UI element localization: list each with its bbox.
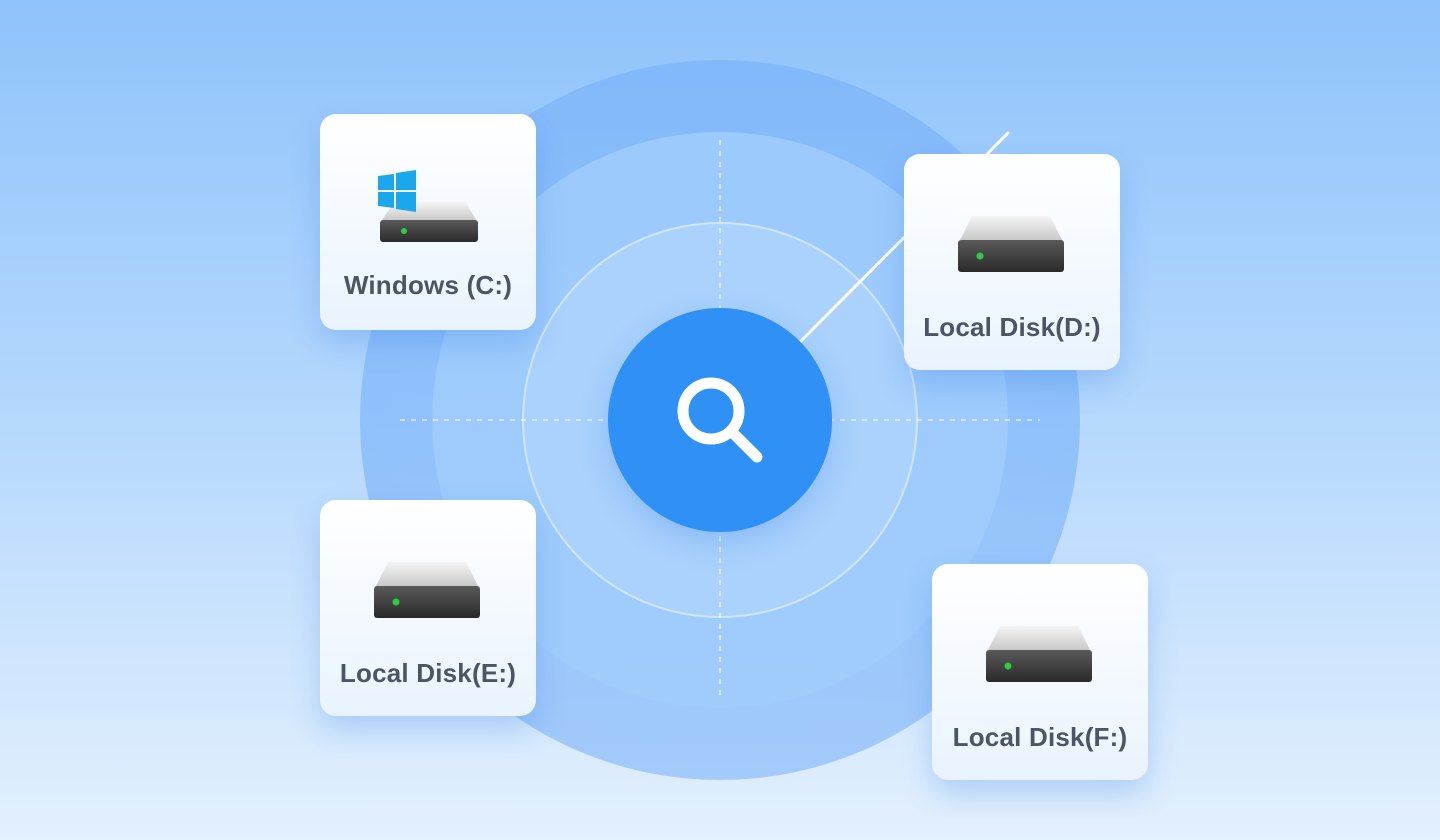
- drive-label-d: Local Disk(D:): [923, 312, 1101, 342]
- windows-logo: [378, 170, 416, 212]
- drive-card-d[interactable]: Local Disk(D:): [904, 154, 1120, 370]
- drive-card-c[interactable]: Windows (C:): [320, 114, 536, 330]
- windows-hdd-icon: [378, 170, 478, 242]
- hdd-icon: [958, 216, 1064, 272]
- hdd-icon: [986, 626, 1092, 682]
- drive-card-e[interactable]: Local Disk(E:): [320, 500, 536, 716]
- hdd-icon: [374, 562, 480, 618]
- drive-label-c: Windows (C:): [343, 270, 513, 300]
- drive-label-e: Local Disk(E:): [339, 658, 517, 688]
- search-icon: [677, 377, 763, 463]
- drive-card-f[interactable]: Local Disk(F:): [932, 564, 1148, 780]
- scan-search-button[interactable]: [608, 308, 832, 532]
- drive-label-f: Local Disk(F:): [952, 722, 1128, 752]
